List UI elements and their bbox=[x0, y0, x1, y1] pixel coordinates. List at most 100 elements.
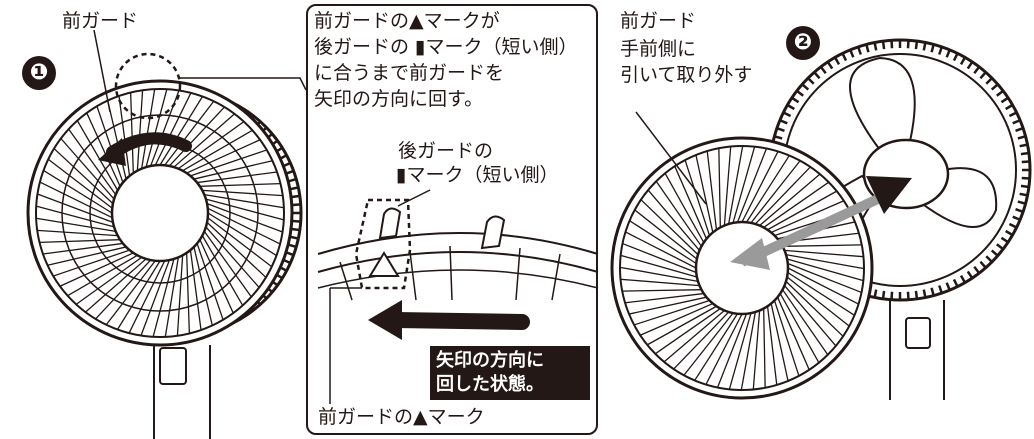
curved-arrow-head-icon bbox=[98, 138, 126, 166]
guard-spoke bbox=[782, 289, 829, 356]
leader-line bbox=[93, 29, 111, 113]
leader-line bbox=[397, 189, 431, 207]
front-guard-label-right: 前ガード bbox=[620, 10, 697, 32]
guard-spoke bbox=[205, 226, 260, 288]
guard-tooth bbox=[881, 40, 886, 50]
guard-tooth bbox=[990, 83, 999, 91]
guard-spoke bbox=[173, 113, 235, 168]
guard-spoke bbox=[76, 120, 119, 191]
guard-tooth bbox=[779, 119, 788, 125]
pull-arrow-tail bbox=[730, 238, 770, 270]
rounded-mark-icon bbox=[480, 215, 506, 250]
detail-spoke bbox=[551, 253, 561, 301]
guard-spoke bbox=[85, 258, 147, 313]
guard-spoke bbox=[664, 172, 705, 243]
guard-spoke bbox=[782, 244, 862, 247]
instruction-line: に合うまで前ガードを bbox=[314, 62, 505, 84]
guard-tooth bbox=[938, 285, 943, 294]
rounded-mark-icon bbox=[378, 207, 402, 240]
guard-tooth bbox=[890, 291, 894, 300]
guard-spoke bbox=[39, 181, 113, 219]
front-mark-label: 前ガードの▲マーク bbox=[318, 406, 485, 428]
guard-spoke bbox=[754, 166, 811, 225]
guard-spoke bbox=[136, 90, 144, 171]
detail-spoke bbox=[339, 261, 353, 301]
guard-spoke bbox=[633, 299, 710, 326]
guard-tooth bbox=[857, 46, 862, 55]
guard-tooth bbox=[1000, 96, 1009, 104]
guard-spoke bbox=[96, 106, 124, 183]
guard-spoke bbox=[695, 154, 714, 233]
guard-tooth bbox=[1020, 184, 1030, 189]
guard-tooth bbox=[1005, 103, 1014, 111]
guard-tooth bbox=[1020, 151, 1030, 156]
guard-tooth bbox=[290, 186, 299, 191]
guard-tooth bbox=[996, 89, 1004, 97]
fan-left-illustration bbox=[26, 29, 307, 439]
guard-spoke bbox=[193, 160, 273, 180]
guard-tooth bbox=[833, 56, 841, 65]
guard-spoke bbox=[705, 313, 743, 385]
guard-spoke bbox=[206, 221, 267, 278]
guard-tooth bbox=[959, 56, 967, 65]
guard-spoke bbox=[629, 220, 697, 265]
guard-tooth bbox=[288, 177, 297, 183]
guard-spoke bbox=[47, 158, 113, 209]
guard-tooth bbox=[791, 96, 800, 104]
guard-spoke bbox=[53, 249, 130, 277]
guard-spoke bbox=[196, 243, 224, 320]
guard-spoke bbox=[766, 306, 778, 386]
guard-spoke bbox=[60, 138, 115, 200]
guard-spoke bbox=[694, 313, 739, 381]
guard-tooth bbox=[290, 235, 299, 240]
guard-spoke bbox=[654, 308, 721, 355]
guard-tooth bbox=[979, 260, 987, 269]
detail-spoke bbox=[449, 245, 453, 301]
guard-spoke bbox=[741, 151, 779, 223]
guard-spoke bbox=[95, 259, 152, 320]
leader-line bbox=[178, 77, 307, 91]
guard-spoke bbox=[674, 165, 708, 240]
guard-tooth bbox=[890, 40, 894, 49]
instruction-line: 矢印の方向に回す。 bbox=[314, 88, 484, 110]
guard-tooth bbox=[973, 266, 981, 274]
guard-spoke bbox=[767, 190, 838, 231]
guard-tooth bbox=[782, 111, 792, 118]
guard-spoke bbox=[759, 173, 821, 226]
guard-tooth bbox=[1021, 160, 1030, 164]
guard-spoke bbox=[763, 308, 766, 388]
guard-tooth bbox=[906, 40, 910, 49]
guard-spoke bbox=[67, 254, 138, 297]
guard-spoke bbox=[197, 171, 278, 184]
guard-tooth bbox=[930, 44, 935, 53]
guard-tooth bbox=[985, 77, 993, 85]
guard-tooth bbox=[873, 42, 878, 51]
guard-center-badge bbox=[694, 220, 790, 316]
guard-spoke bbox=[202, 189, 283, 197]
guard-spoke bbox=[75, 256, 143, 305]
guard-spoke bbox=[205, 198, 284, 221]
guard-tooth bbox=[873, 289, 878, 298]
front-guard-label-left: 前ガード bbox=[62, 10, 139, 32]
mark-highlight-circle bbox=[114, 52, 182, 120]
guard-tooth bbox=[841, 52, 848, 62]
guard-spoke bbox=[193, 246, 213, 326]
guard-spoke bbox=[624, 292, 704, 304]
guard-spoke bbox=[745, 155, 790, 223]
guard-spoke bbox=[86, 112, 121, 187]
mark-highlight-outline bbox=[354, 198, 412, 290]
guard-spoke bbox=[207, 212, 277, 257]
straight-arrow-head-icon bbox=[368, 300, 402, 340]
guard-tooth bbox=[922, 289, 927, 298]
guard-tooth bbox=[930, 287, 935, 296]
guard-spoke bbox=[620, 254, 698, 278]
guard-tooth bbox=[938, 46, 943, 55]
front-guard-rim bbox=[35, 88, 285, 338]
guard-tooth bbox=[1012, 215, 1021, 221]
guard-center-badge bbox=[110, 163, 210, 263]
detail-spoke bbox=[409, 251, 417, 301]
guard-spoke bbox=[59, 252, 134, 287]
fan-blade bbox=[849, 56, 916, 151]
instruction-text: 前ガードの▲マークが 後ガードの ▮マーク（短い側） に合うまで前ガードを 矢印… bbox=[314, 8, 578, 112]
